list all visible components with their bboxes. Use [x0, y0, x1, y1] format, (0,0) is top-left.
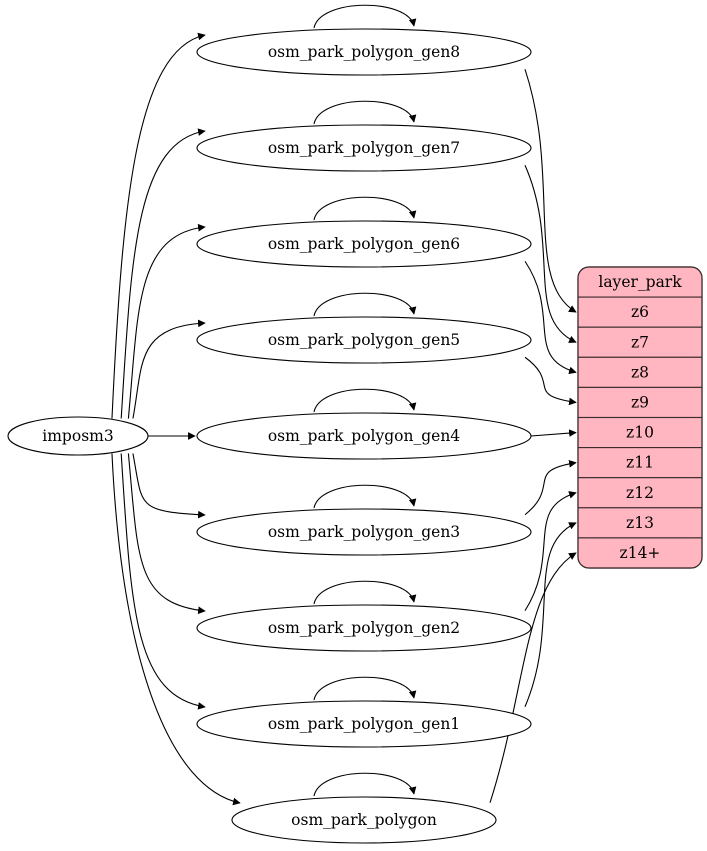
table-row-label-z11: z11: [626, 454, 654, 472]
edge-imposm3-to-gen5: [132, 319, 206, 419]
edge-imposm3-to-gen8: [111, 32, 206, 419]
edge-gen8-to-z6: [524, 69, 577, 313]
table-row-label-z12: z12: [626, 484, 654, 502]
table-row-z6[interactable]: z6: [578, 296, 702, 328]
node-gen4-shape: [196, 412, 532, 460]
node-imposm3: imposm3: [7, 416, 149, 456]
edge-imposm3-to-gen6: [127, 223, 206, 419]
self-loop-gen2: [313, 580, 417, 605]
edges-layer: [111, 4, 577, 806]
table-row-z14p[interactable]: z14+: [578, 537, 702, 568]
edge-gen4-to-z10: [530, 429, 577, 437]
edge-gen3-to-z11: [524, 459, 577, 516]
table-row-label-z6: z6: [631, 303, 649, 321]
table-row-bg: [578, 326, 702, 358]
node-gen4: osm_park_polygon_gen4: [196, 412, 532, 460]
node-gen1-shape: [196, 700, 532, 748]
node-gen5-shape: [196, 316, 532, 364]
node-gen4-label: osm_park_polygon_gen4: [268, 427, 460, 445]
node-gen5-label: osm_park_polygon_gen5: [268, 331, 460, 349]
table-outline: [577, 266, 703, 569]
node-gen6-shape: [196, 220, 532, 268]
self-loop-gen1: [313, 676, 417, 701]
self-loop-gen4: [313, 388, 417, 413]
node-base-label: osm_park_polygon: [291, 811, 437, 829]
table-row-bg: [578, 447, 702, 479]
table-row-z9[interactable]: z9: [578, 386, 702, 419]
node-gen1-label: osm_park_polygon_gen1: [268, 715, 460, 733]
table-row-label-z14p: z14+: [620, 544, 661, 562]
nodes-layer: imposm3 osm_park_polygon_gen8 osm_park_pol…: [7, 28, 532, 844]
table-row-z7[interactable]: z7: [578, 326, 702, 358]
table-layer: layer_park z6 z7 z8 z9 z10 z11 z12 z13 z14+: [577, 266, 703, 569]
node-gen8-shape: [196, 28, 532, 76]
table-header-label: layer_park: [598, 273, 682, 291]
table-row-bg: [578, 507, 702, 539]
node-gen3-shape: [196, 508, 532, 556]
node-gen2-shape: [196, 604, 532, 652]
node-gen7-label: osm_park_polygon_gen7: [268, 139, 460, 157]
table-row-bg: [578, 537, 702, 568]
node-gen2: osm_park_polygon_gen2: [196, 604, 532, 652]
edge-gen2-to-z12: [524, 491, 577, 612]
node-gen1: osm_park_polygon_gen1: [196, 700, 532, 748]
edge-gen6-to-z8: [524, 260, 577, 375]
table-row-bg: [578, 356, 702, 388]
node-gen3-label: osm_park_polygon_gen3: [268, 523, 460, 541]
node-gen8-label: osm_park_polygon_gen8: [268, 43, 460, 61]
node-gen8: osm_park_polygon_gen8: [196, 28, 532, 76]
edge-gen7-to-z7: [524, 165, 577, 343]
node-gen3: osm_park_polygon_gen3: [196, 508, 532, 556]
self-loop-gen8: [313, 4, 417, 29]
table-row-label-z13: z13: [626, 514, 654, 532]
node-gen7: osm_park_polygon_gen7: [196, 124, 532, 172]
edge-imposm3-to-gen2: [127, 453, 206, 615]
edge-base-to-z14p: [489, 552, 577, 803]
edge-imposm3-to-gen1: [120, 453, 206, 710]
edge-imposm3-to-gen3: [132, 453, 206, 519]
self-loop-base: [313, 772, 417, 797]
table-row-label-z10: z10: [626, 424, 654, 442]
node-base-shape: [231, 796, 497, 844]
node-gen6: osm_park_polygon_gen6: [196, 220, 532, 268]
table-row-z11[interactable]: z11: [578, 447, 702, 479]
table-row-z13[interactable]: z13: [578, 507, 702, 539]
node-gen5: osm_park_polygon_gen5: [196, 316, 532, 364]
table-row-z8[interactable]: z8: [578, 356, 702, 388]
self-loop-gen5: [313, 292, 417, 317]
self-loop-gen3: [313, 484, 417, 509]
table-row-bg: [578, 416, 702, 449]
table-row-z12[interactable]: z12: [578, 477, 702, 509]
table-row-bg: [578, 296, 702, 328]
node-gen6-label: osm_park_polygon_gen6: [268, 235, 460, 253]
table-row-label-z7: z7: [631, 333, 649, 351]
self-loop-gen7: [313, 100, 417, 125]
node-imposm3-label: imposm3: [42, 427, 113, 445]
node-imposm3-shape: [7, 416, 149, 456]
edge-imposm3-to-gen7: [120, 128, 206, 419]
table-row-z10[interactable]: z10: [578, 416, 702, 449]
table-row-label-z8: z8: [631, 363, 649, 381]
edge-gen1-to-z13: [524, 522, 577, 707]
node-gen7-shape: [196, 124, 532, 172]
table-row-label-z9: z9: [631, 393, 649, 411]
edge-gen5-to-z9: [524, 356, 577, 406]
self-loop-gen6: [313, 196, 417, 221]
node-gen2-label: osm_park_polygon_gen2: [268, 619, 460, 637]
table-header-cell: layer_park: [578, 267, 702, 298]
edge-imposm3-to-base: [111, 453, 241, 806]
node-base: osm_park_polygon: [231, 796, 497, 844]
